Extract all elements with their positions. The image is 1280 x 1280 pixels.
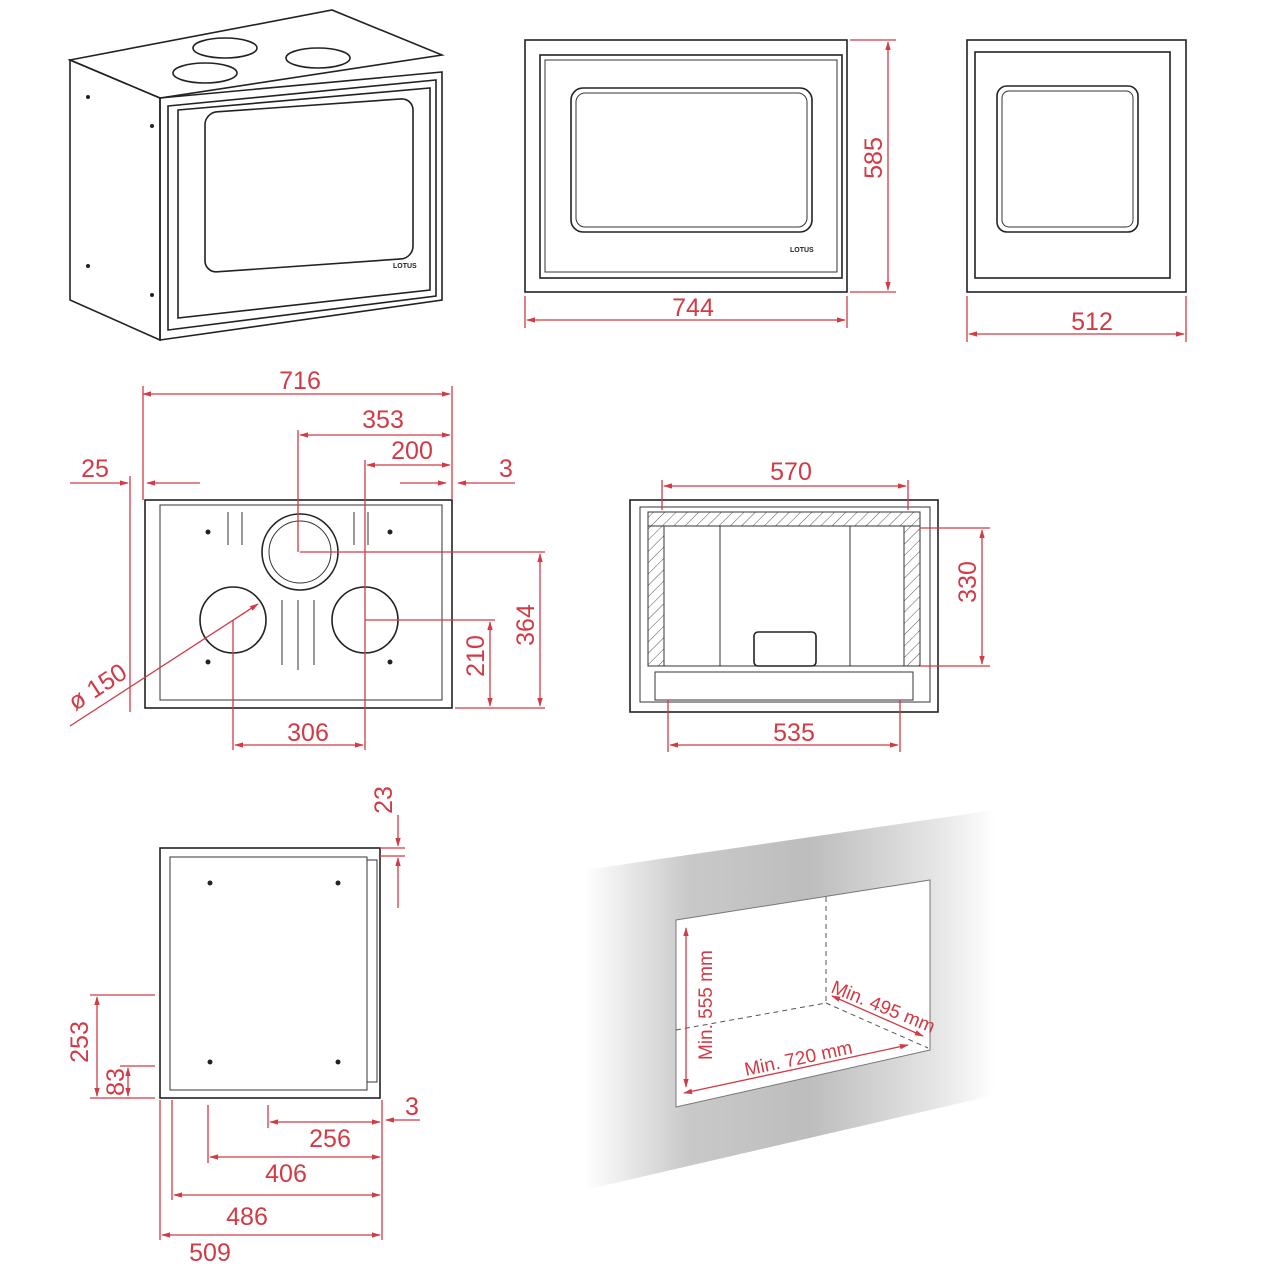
dim-486: 486 [226, 1203, 268, 1231]
side-section-view: 23 253 83 3 256 406 486 509 [66, 786, 420, 1267]
dim-306: 306 [287, 719, 329, 747]
dim-23: 23 [370, 786, 398, 814]
dim-535: 535 [773, 719, 815, 747]
dim-3-side: 3 [405, 1093, 419, 1121]
dim-210: 210 [462, 635, 490, 677]
dim-200: 200 [391, 437, 433, 465]
dim-height: 585 [860, 137, 888, 179]
dim-509: 509 [189, 1239, 231, 1267]
perspective-view: LOTUS [67, 9, 445, 342]
dim-570: 570 [770, 458, 812, 486]
dim-25: 25 [81, 455, 109, 483]
dim-716: 716 [279, 367, 321, 395]
front-view: LOTUS 744 585 [524, 39, 896, 328]
dim-353: 353 [362, 406, 404, 434]
section-view: 570 330 535 [629, 458, 990, 752]
dim-3-top: 3 [499, 455, 513, 483]
wall-niche: Min. 555 mm Min. 720 mm Min. 495 mm [585, 810, 995, 1190]
dim-330: 330 [954, 561, 982, 603]
dim-83: 83 [102, 1068, 130, 1096]
side-view: 512 [966, 39, 1187, 342]
dim-width: 744 [672, 294, 714, 322]
dim-256: 256 [309, 1125, 351, 1153]
niche-min-height: Min. 555 mm [696, 950, 717, 1060]
brand-logo-front: LOTUS [790, 247, 814, 254]
dim-253: 253 [66, 1021, 94, 1063]
dim-406: 406 [265, 1160, 307, 1188]
dim-364: 364 [512, 604, 540, 646]
top-view: 716 353 200 3 25 364 210 306 ø 150 [63, 367, 545, 750]
brand-logo: LOTUS [393, 263, 417, 270]
dim-depth: 512 [1071, 308, 1113, 336]
